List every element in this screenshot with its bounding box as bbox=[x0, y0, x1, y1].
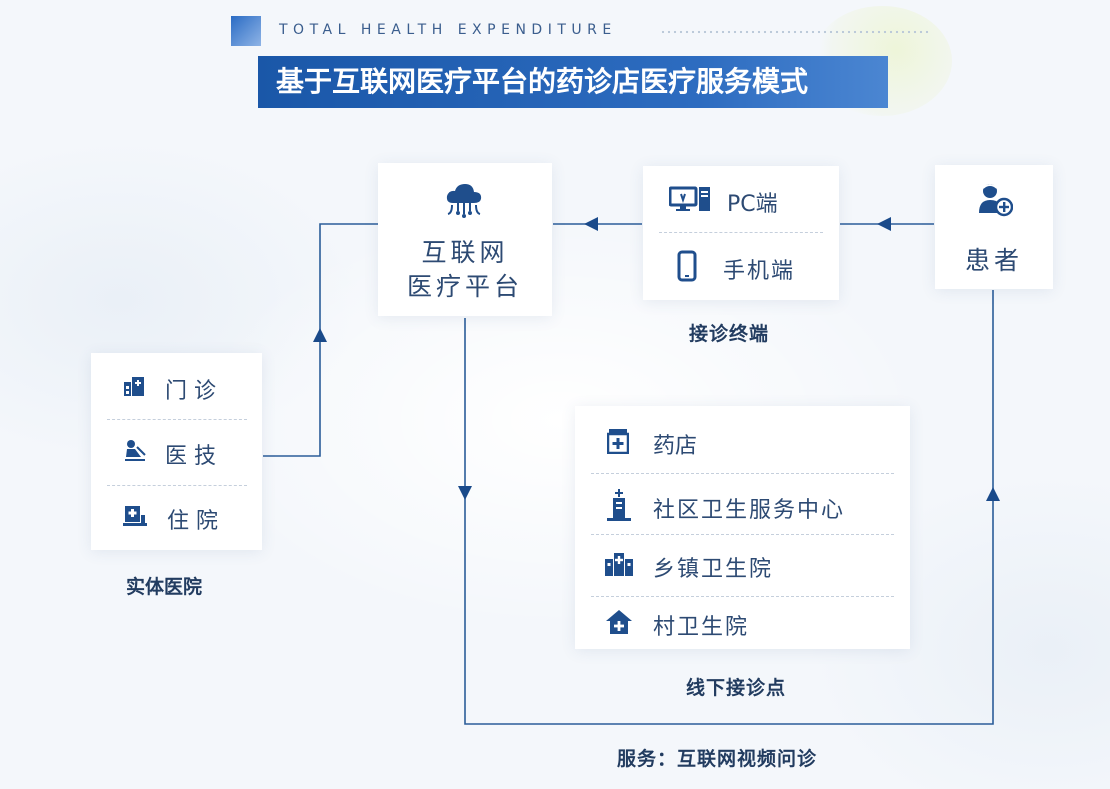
cloud-network-icon bbox=[444, 183, 484, 223]
patient-add-icon bbox=[979, 183, 1014, 221]
page-title: 基于互联网医疗平台的药诊店医疗服务模式 bbox=[258, 56, 888, 108]
offline-item-label: 乡镇卫生院 bbox=[653, 557, 774, 582]
divider bbox=[591, 534, 894, 535]
terminal-item-label: PC端 bbox=[727, 192, 778, 217]
divider bbox=[659, 232, 823, 233]
offline-item-pharmacy: 药店 bbox=[606, 428, 698, 460]
offline-card: 药店 社区卫生服务中心 乡镇卫生院 村卫生院 bbox=[575, 406, 910, 649]
hospital-item-inpatient: 住 院 bbox=[123, 503, 218, 535]
arrow-left-patient bbox=[877, 217, 891, 231]
pharmacy-icon bbox=[606, 428, 630, 460]
platform-label-line1: 互联网 bbox=[421, 238, 509, 267]
desktop-computer-icon bbox=[668, 186, 711, 218]
terminal-item-pc: PC端 bbox=[668, 186, 778, 218]
hospital-item-label: 医 技 bbox=[165, 444, 216, 469]
offline-item-label: 药店 bbox=[653, 434, 698, 459]
terminal-item-label: 手机端 bbox=[723, 259, 796, 284]
arrow-down bbox=[458, 486, 472, 500]
offline-item-label: 社区卫生服务中心 bbox=[653, 498, 846, 523]
offline-item-community: 社区卫生服务中心 bbox=[607, 489, 845, 527]
service-loop-line bbox=[464, 290, 994, 725]
platform-card: 互联网 医疗平台 bbox=[378, 163, 552, 316]
header-dots bbox=[660, 30, 930, 34]
offline-caption: 线下接诊点 bbox=[686, 677, 787, 699]
hospital-item-outpatient: 门 诊 bbox=[123, 373, 216, 405]
patient-label: 患者 bbox=[964, 246, 1023, 275]
divider bbox=[591, 473, 894, 474]
service-label: 服务：互联网视频问诊 bbox=[617, 748, 818, 770]
arrow-up-right bbox=[986, 487, 1000, 501]
arrow-left-terminal bbox=[584, 217, 598, 231]
terminal-card: PC端 手机端 bbox=[643, 166, 839, 300]
hospital-caption: 实体医院 bbox=[126, 576, 203, 598]
divider bbox=[107, 485, 247, 486]
header-accent-square bbox=[231, 16, 261, 46]
medical-technology-icon bbox=[123, 439, 147, 469]
community-health-center-icon bbox=[607, 489, 631, 527]
arrow-up-left bbox=[313, 328, 327, 342]
township-hospital-icon bbox=[605, 551, 633, 583]
hospital-item-medtech: 医 技 bbox=[123, 438, 216, 470]
hospital-item-label: 门 诊 bbox=[165, 379, 216, 404]
offline-item-township: 乡镇卫生院 bbox=[605, 551, 773, 583]
header-subtitle: TOTAL HEALTH EXPENDITURE bbox=[279, 22, 617, 38]
offline-item-village: 村卫生院 bbox=[605, 609, 749, 641]
mobile-phone-icon bbox=[677, 250, 697, 288]
village-clinic-icon bbox=[605, 609, 633, 641]
offline-item-label: 村卫生院 bbox=[653, 615, 750, 640]
platform-label-line2: 医疗平台 bbox=[406, 272, 523, 301]
hospital-item-label: 住 院 bbox=[167, 509, 218, 534]
divider bbox=[591, 596, 894, 597]
terminal-caption: 接诊终端 bbox=[689, 323, 770, 345]
divider bbox=[107, 419, 247, 420]
hospital-card: 门 诊 医 技 住 院 bbox=[91, 353, 262, 550]
outpatient-building-icon bbox=[123, 375, 145, 403]
inpatient-bed-icon bbox=[123, 505, 147, 533]
terminal-item-mobile: 手机端 bbox=[677, 250, 795, 288]
patient-card: 患者 bbox=[935, 165, 1053, 289]
